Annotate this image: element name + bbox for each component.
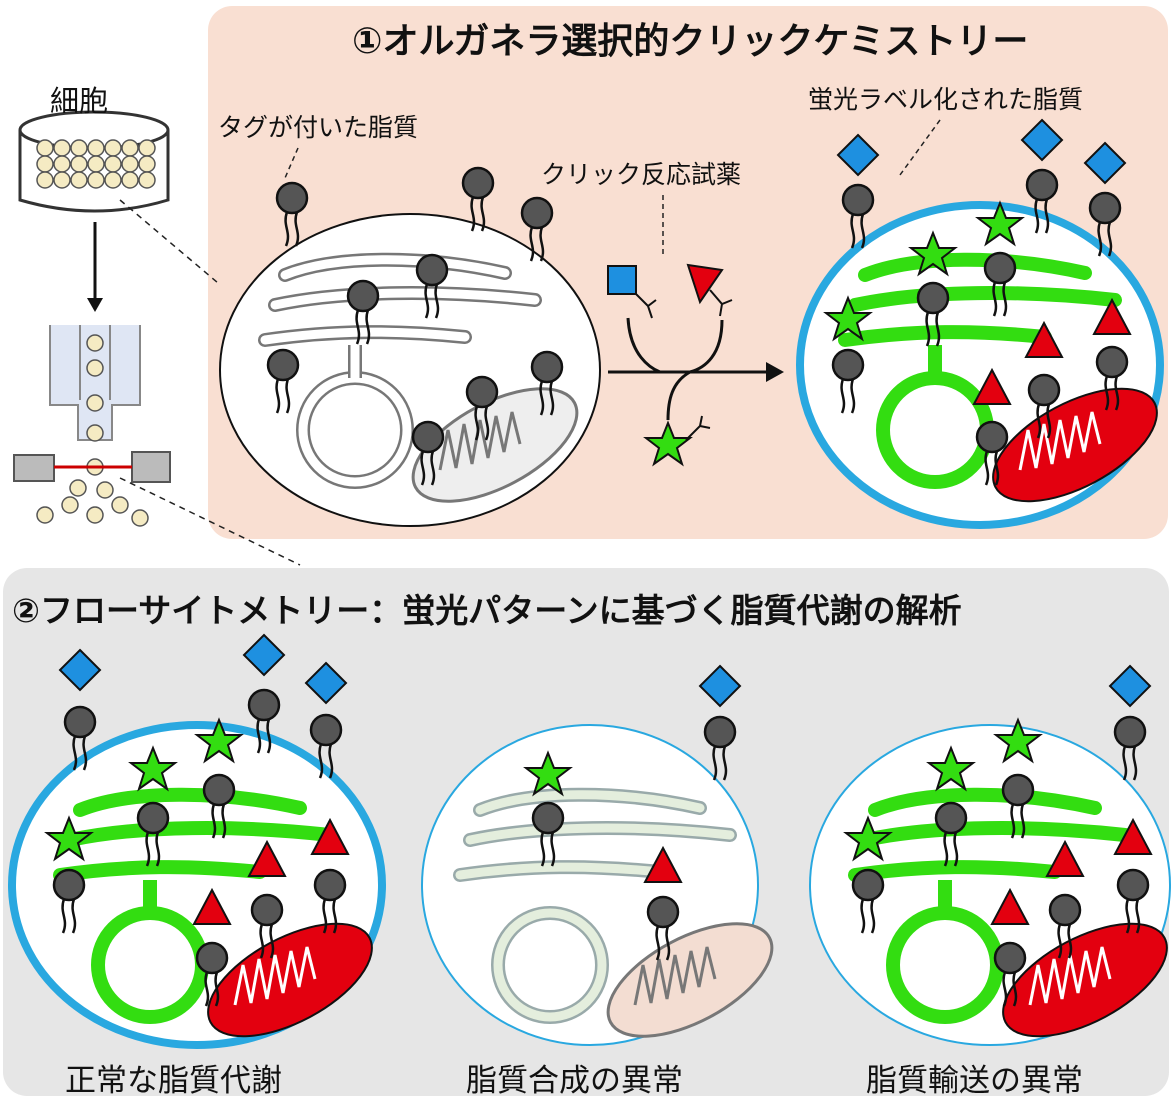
- flow-cytometer-icon: [13, 325, 171, 527]
- cell-label: 細胞: [50, 84, 109, 118]
- tagged-lipid-label: タグが付いた脂質: [218, 113, 419, 142]
- cell-dish-icon: [18, 110, 170, 213]
- caption-synthesis-abnormal: 脂質合成の異常: [466, 1063, 683, 1099]
- click-reagent-label: クリック反応試薬: [541, 160, 742, 189]
- panel1-title: ①オルガネラ選択的クリックケミストリー: [352, 21, 1029, 62]
- unlabeled-cell: [219, 166, 600, 526]
- caption-normal: 正常な脂質代謝: [65, 1063, 282, 1099]
- labeled-cell: [796, 119, 1171, 525]
- normal-cell: [8, 634, 389, 1059]
- caption-transport-abnormal: 脂質輸送の異常: [866, 1063, 1083, 1099]
- labeled-lipid-label: 蛍光ラベル化された脂質: [808, 85, 1084, 114]
- click-reagents: [607, 263, 784, 465]
- transport-abnormal-cell: [809, 665, 1171, 1059]
- synthesis-abnormal-cell: [421, 665, 789, 1059]
- panel2-title: ②フローサイトメトリー：蛍光パターンに基づく脂質代謝の解析: [12, 591, 962, 630]
